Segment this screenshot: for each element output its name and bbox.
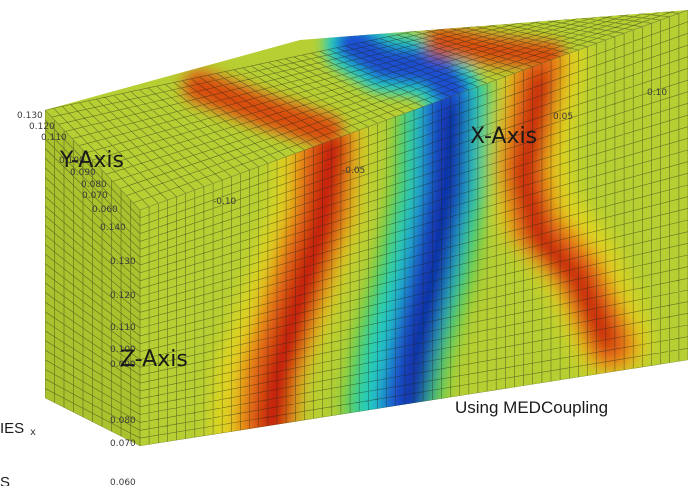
x-tick: -0.05 bbox=[342, 166, 365, 176]
y-tick: 0.120 bbox=[29, 122, 55, 132]
y-tick: 0.060 bbox=[92, 205, 118, 215]
y-tick: 0.100 bbox=[59, 156, 85, 166]
z-tick: 0.100 bbox=[110, 345, 136, 355]
y-axis-ticks: 0.130 0.120 0.110 0.100 0.090 0.080 0.07… bbox=[17, 111, 118, 215]
x-axis-ticks: -0.10 -0.05 0.05 0.10 bbox=[213, 88, 667, 207]
z-axis-ticks: 0.140 0.130 0.120 0.110 0.100 0.090 0.08… bbox=[100, 223, 136, 488]
z-axis-title: Z-Axis bbox=[120, 347, 188, 372]
z-tick: 0.130 bbox=[110, 257, 136, 267]
caption: Using MEDCoupling bbox=[455, 398, 609, 417]
y-tick: 0.070 bbox=[82, 191, 108, 201]
z-tick: 0.060 bbox=[110, 478, 136, 488]
x-tick: -0.10 bbox=[213, 197, 237, 207]
y-tick: 0.130 bbox=[17, 111, 43, 121]
z-tick: 0.110 bbox=[110, 323, 136, 333]
mesh-grid bbox=[45, 110, 140, 446]
mesh-grid bbox=[140, 10, 688, 446]
x-tick: 0.05 bbox=[553, 112, 573, 122]
z-tick: 0.140 bbox=[100, 223, 126, 233]
field-band bbox=[256, 130, 347, 441]
clipped-marker: x bbox=[30, 427, 36, 438]
left-face bbox=[45, 110, 140, 446]
top-face bbox=[45, 10, 688, 210]
y-tick: 0.110 bbox=[41, 133, 67, 143]
clipped-label: IES bbox=[0, 420, 25, 437]
z-tick: 0.090 bbox=[110, 360, 136, 370]
y-tick: 0.090 bbox=[70, 168, 96, 178]
y-tick: 0.080 bbox=[81, 180, 107, 190]
z-tick: 0.080 bbox=[110, 416, 136, 426]
z-tick: 0.070 bbox=[110, 439, 136, 449]
mesh-grid bbox=[45, 10, 688, 210]
clipped-bottom-label: S bbox=[0, 474, 11, 486]
x-tick: 0.10 bbox=[647, 88, 667, 98]
z-tick: 0.120 bbox=[110, 291, 136, 301]
x-axis-title: X-Axis bbox=[470, 124, 537, 149]
y-axis-title: Y-Axis bbox=[59, 148, 124, 173]
front-face bbox=[140, 10, 688, 446]
